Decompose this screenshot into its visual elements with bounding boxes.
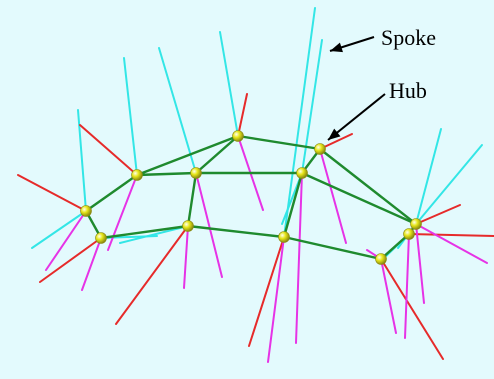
spoke-line: [295, 172, 303, 344]
spoke-line: [17, 174, 87, 212]
spoke-line: [195, 172, 223, 278]
spoke-line: [415, 144, 483, 225]
spoke-line: [301, 39, 323, 174]
hub-connection-line: [282, 171, 304, 239]
spoke-line: [123, 57, 138, 176]
hub-connection-line: [236, 134, 322, 151]
hub-node: [375, 253, 387, 265]
hub-node: [131, 169, 143, 181]
hub-node: [296, 167, 308, 179]
spoke-line: [45, 210, 87, 271]
spoke-line: [319, 133, 353, 150]
spoke-line: [415, 128, 442, 225]
spoke-line: [158, 47, 197, 174]
spoke-line: [183, 225, 189, 289]
hub-connection-line: [318, 147, 418, 226]
spoke-line: [415, 223, 488, 264]
hub-connection-line: [186, 171, 198, 228]
spoke-line: [415, 204, 461, 225]
hub-node: [190, 167, 202, 179]
hub-connection-line: [194, 134, 240, 175]
spoke-line: [219, 31, 239, 137]
spoke-line: [380, 258, 397, 334]
hub-node: [232, 130, 244, 142]
spoke-line: [319, 148, 347, 244]
hub-connection-line: [135, 171, 198, 177]
spoke-line: [81, 237, 102, 291]
spoke-line: [408, 233, 494, 237]
hub-connection-line: [379, 232, 411, 261]
spoke-line: [31, 210, 87, 249]
hub-node: [410, 218, 422, 230]
hub-connection-line: [300, 171, 418, 226]
hub-connection-line: [186, 224, 286, 239]
spokes-layer: [17, 7, 494, 363]
spoke-line: [283, 7, 316, 238]
hub-node: [95, 232, 107, 244]
hub-node: [314, 143, 326, 155]
spoke-line: [77, 109, 87, 212]
spoke-label: Spoke: [381, 25, 436, 50]
spoke-line: [115, 225, 189, 325]
spoke-line: [39, 237, 102, 283]
hub-connection-line: [282, 235, 383, 261]
spoke-line: [79, 124, 138, 176]
hubs-layer: [80, 130, 422, 265]
hub-connection-line: [99, 224, 190, 240]
spoke-line: [404, 233, 410, 339]
hub-connections-layer: [84, 134, 418, 261]
hub-label: Hub: [389, 78, 427, 103]
hub-node: [278, 231, 290, 243]
callout-arrows-layer: [327, 36, 386, 141]
spoke-callout-arrow: [329, 36, 375, 53]
hub-node: [80, 205, 92, 217]
hub-callout-arrow: [327, 93, 386, 141]
spoke-line: [415, 223, 425, 304]
hub-connection-line: [135, 134, 240, 177]
hub-connection-line: [84, 173, 139, 213]
spoke-line: [248, 236, 285, 347]
hub-node: [182, 220, 194, 232]
spoke-line: [380, 258, 444, 360]
spoke-line: [237, 93, 248, 137]
spoke-line: [267, 236, 285, 363]
hub-node: [403, 228, 415, 240]
spoke-line: [119, 225, 189, 244]
